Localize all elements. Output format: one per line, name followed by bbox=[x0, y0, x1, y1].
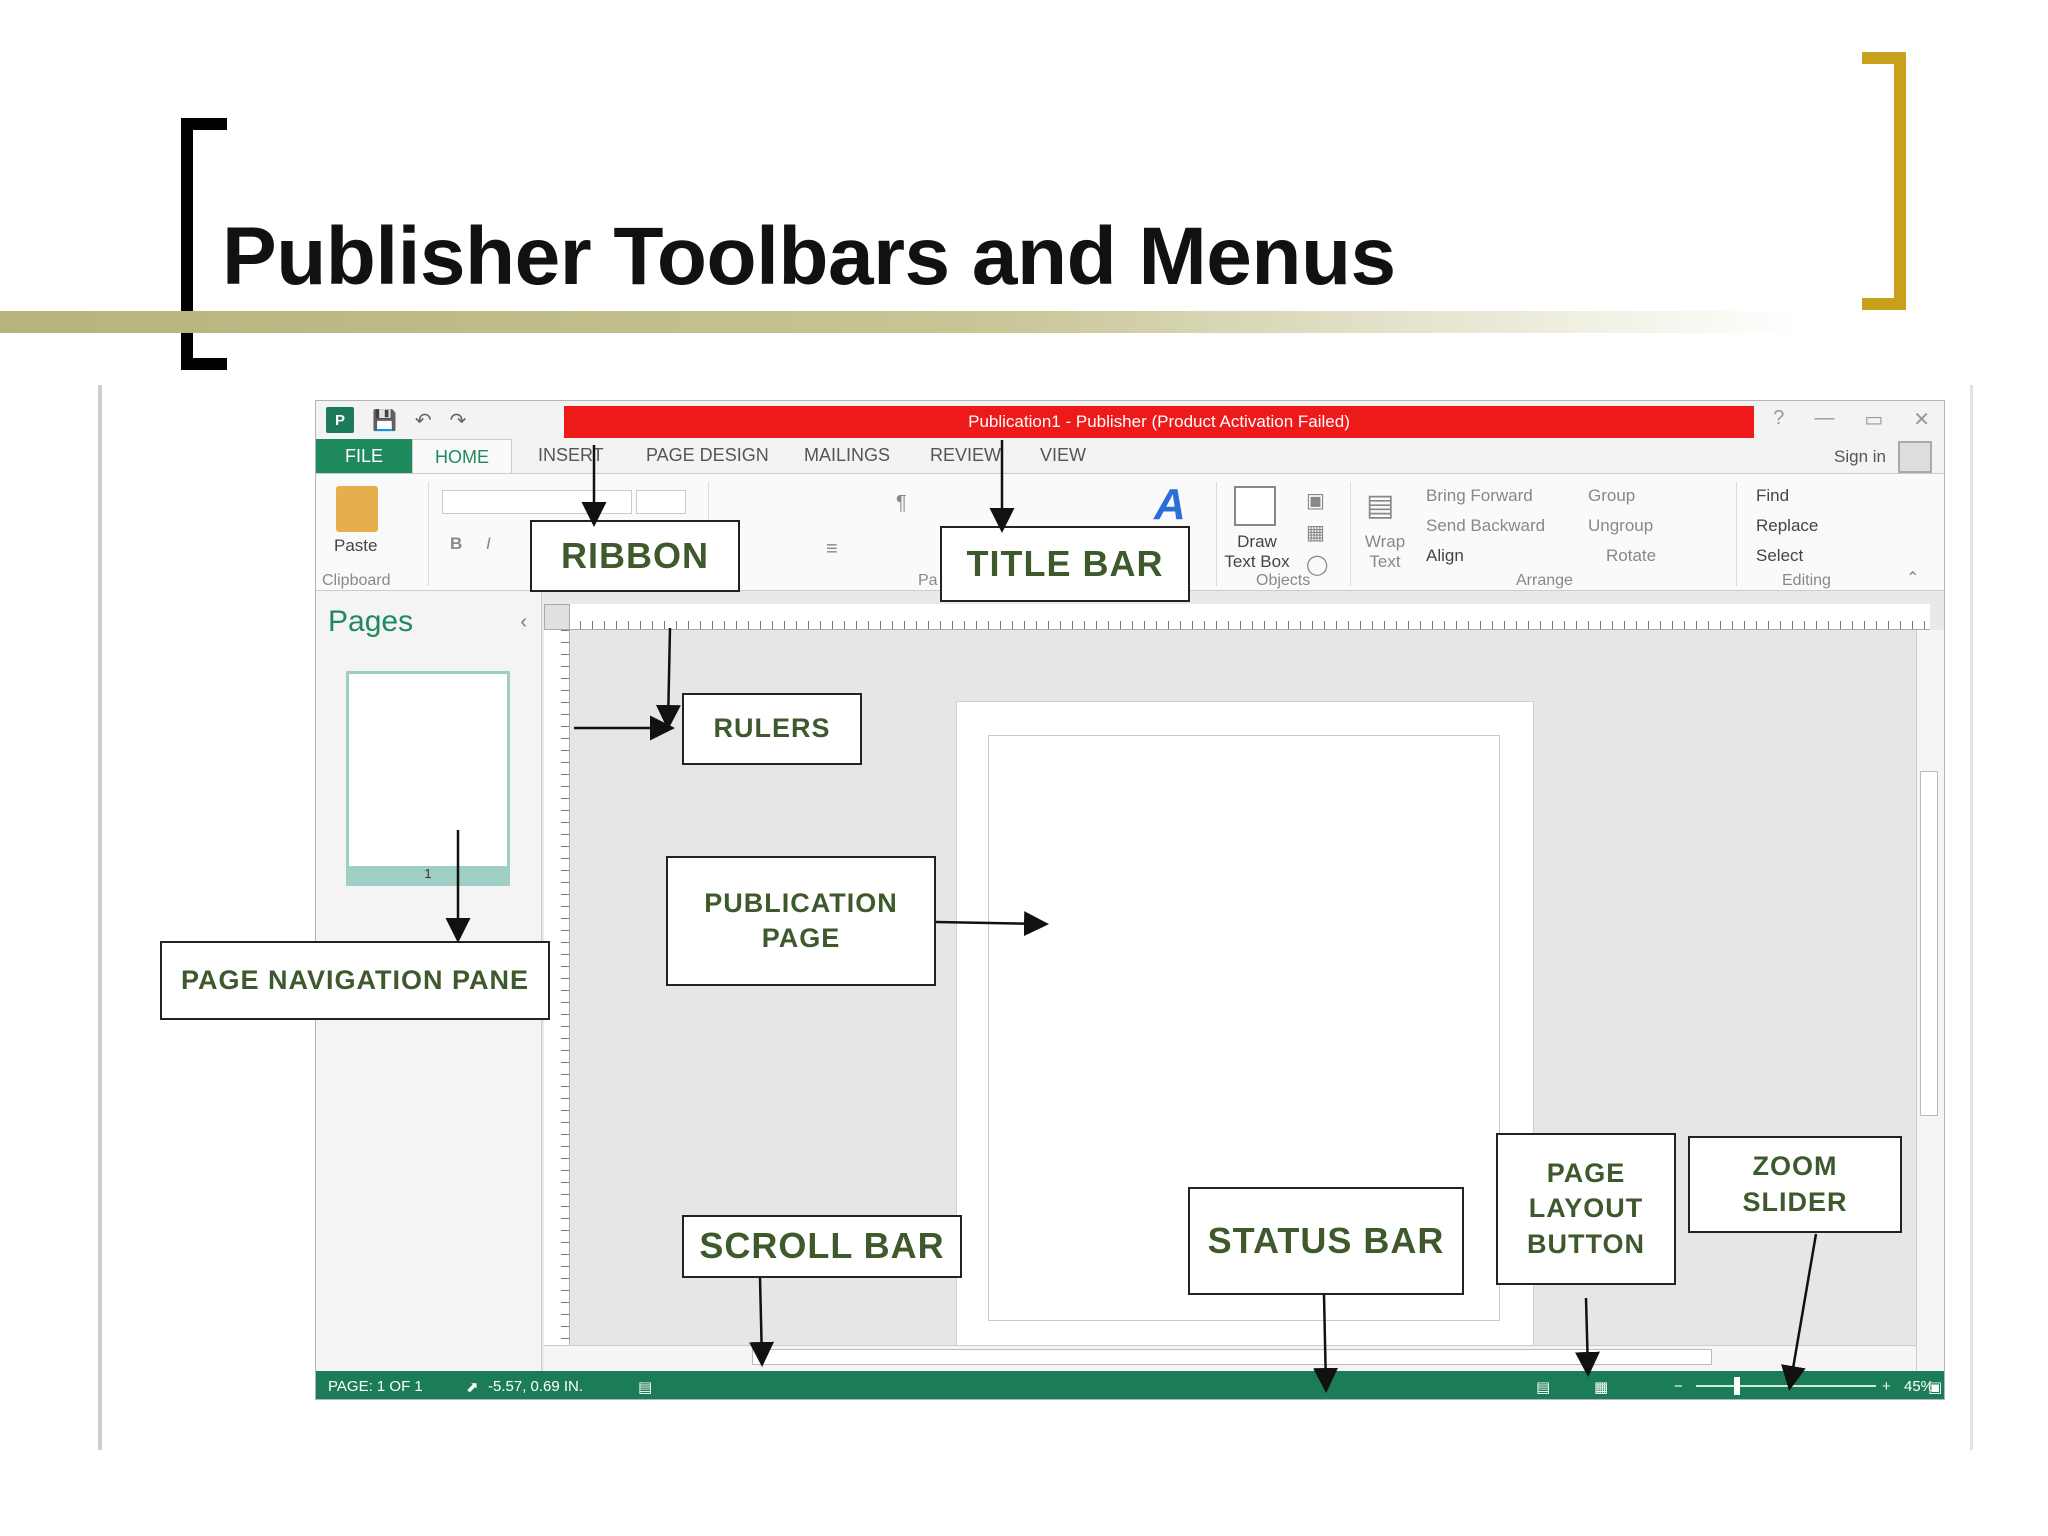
replace-button[interactable]: Replace bbox=[1756, 516, 1819, 535]
cursor-icon: ⬈ bbox=[466, 1379, 479, 1396]
callout-zoom-slider: ZOOM SLIDER bbox=[1688, 1136, 1902, 1233]
italic-button[interactable]: I bbox=[486, 534, 491, 553]
callout-page-layout-button: PAGE LAYOUT BUTTON bbox=[1496, 1133, 1676, 1285]
font-name-box[interactable] bbox=[442, 490, 632, 514]
status-cursor-position: -5.57, 0.69 IN. bbox=[488, 1378, 584, 1395]
tab-page-design[interactable]: PAGE DESIGN bbox=[646, 445, 769, 465]
zoom-in-button[interactable]: + bbox=[1882, 1378, 1891, 1395]
font-size-box[interactable] bbox=[636, 490, 686, 514]
zoom-level[interactable]: 45% bbox=[1904, 1378, 1935, 1395]
page-thumbnail[interactable] bbox=[346, 671, 510, 869]
status-page-count[interactable]: PAGE: 1 OF 1 bbox=[328, 1378, 423, 1395]
title-bar: P 💾 ↶ ↷ Publication1 - Publisher (Produc… bbox=[316, 401, 1944, 439]
callout-rulers: RULERS bbox=[682, 693, 862, 765]
select-button[interactable]: Select bbox=[1756, 546, 1804, 565]
shapes-icon[interactable]: ◯ bbox=[1306, 554, 1329, 576]
tab-view[interactable]: VIEW bbox=[1040, 445, 1087, 465]
horizontal-scroll-thumb[interactable] bbox=[752, 1349, 1712, 1365]
group-divider bbox=[1350, 482, 1351, 586]
collapse-ribbon-icon[interactable]: ⌃ bbox=[1906, 570, 1920, 587]
redo-icon[interactable]: ↷ bbox=[449, 409, 467, 432]
picture-icon[interactable]: ▣ bbox=[1306, 490, 1325, 512]
undo-icon[interactable]: ↶ bbox=[414, 409, 432, 432]
collapse-pane-icon[interactable]: ‹ bbox=[520, 611, 527, 633]
paste-button[interactable]: Paste bbox=[334, 536, 378, 555]
status-bar: PAGE: 1 OF 1 ⬈ -5.57, 0.69 IN. ▤ ▤ ▦ − +… bbox=[316, 1371, 1944, 1399]
page-margin-guide bbox=[988, 735, 1500, 1321]
tab-insert[interactable]: INSERT bbox=[538, 445, 604, 465]
pilcrow-icon[interactable]: ¶ bbox=[896, 492, 907, 514]
title-underline-band bbox=[0, 311, 1800, 333]
vertical-scroll-thumb[interactable] bbox=[1920, 771, 1938, 1116]
wrap-text-icon[interactable]: ▤ bbox=[1366, 489, 1395, 522]
tab-file[interactable]: FILE bbox=[316, 439, 412, 473]
paste-icon[interactable] bbox=[336, 486, 378, 532]
clipboard-group-label: Clipboard bbox=[322, 572, 391, 589]
ruler-corner bbox=[544, 604, 570, 630]
restore-button[interactable]: ▭ bbox=[1864, 409, 1884, 431]
right-bracket-decoration bbox=[1862, 52, 1906, 310]
save-icon[interactable]: 💾 bbox=[372, 409, 397, 432]
arrange-group-label: Arrange bbox=[1516, 572, 1573, 589]
align-button[interactable]: Align bbox=[1426, 546, 1464, 565]
screenshot-edge-left bbox=[98, 385, 102, 1450]
ungroup-button[interactable]: Ungroup bbox=[1588, 516, 1654, 535]
status-layout-icon[interactable]: ▤ bbox=[638, 1379, 653, 1396]
ribbon-tabs: FILE HOME INSERT PAGE DESIGN MAILINGS RE… bbox=[316, 439, 1944, 475]
callout-status-bar: STATUS BAR bbox=[1188, 1187, 1464, 1295]
single-page-layout-button[interactable]: ▤ bbox=[1536, 1379, 1551, 1396]
zoom-slider-knob[interactable] bbox=[1734, 1377, 1740, 1395]
pages-pane-title: Pages bbox=[328, 605, 414, 638]
callout-title-bar: TITLE BAR bbox=[940, 526, 1190, 602]
group-button[interactable]: Group bbox=[1588, 486, 1636, 505]
callout-ribbon: RIBBON bbox=[530, 520, 740, 592]
publisher-app-icon: P bbox=[326, 407, 354, 433]
editing-group-label: Editing bbox=[1782, 572, 1831, 589]
left-bracket-decoration bbox=[181, 118, 227, 370]
bold-button[interactable]: B bbox=[450, 534, 463, 553]
draw-text-box-icon[interactable] bbox=[1234, 486, 1276, 526]
group-divider bbox=[428, 482, 429, 586]
table-icon[interactable]: ▦ bbox=[1306, 522, 1325, 544]
zoom-slider[interactable] bbox=[1696, 1385, 1876, 1387]
window-title: Publication1 - Publisher (Product Activa… bbox=[564, 406, 1754, 438]
callout-publication-page: PUBLICATION PAGE bbox=[666, 856, 936, 986]
tab-home[interactable]: HOME bbox=[412, 439, 512, 475]
page-thumbnail-number: 1 bbox=[346, 866, 510, 886]
wrap-text-button[interactable]: Wrap Text bbox=[1364, 532, 1406, 571]
avatar[interactable] bbox=[1898, 441, 1932, 473]
send-backward-button[interactable]: Send Backward bbox=[1426, 516, 1546, 535]
horizontal-ruler[interactable] bbox=[544, 604, 1930, 630]
paragraph-group-label: Pa bbox=[918, 572, 938, 589]
bring-forward-button[interactable]: Bring Forward bbox=[1426, 486, 1533, 505]
group-divider bbox=[1736, 482, 1737, 586]
screenshot-edge-right bbox=[1970, 385, 1973, 1450]
styles-icon[interactable]: A bbox=[1154, 480, 1186, 529]
sign-in-link[interactable]: Sign in bbox=[1834, 447, 1886, 466]
minimize-button[interactable]: — bbox=[1814, 407, 1835, 429]
rotate-button[interactable]: Rotate bbox=[1606, 546, 1657, 565]
objects-group-label: Objects bbox=[1256, 572, 1311, 589]
two-page-layout-button[interactable]: ▦ bbox=[1594, 1379, 1609, 1396]
help-button[interactable]: ? bbox=[1773, 407, 1785, 429]
quick-access-toolbar: P 💾 ↶ ↷ bbox=[326, 407, 466, 433]
callout-scroll-bar: SCROLL BAR bbox=[682, 1215, 962, 1278]
group-divider bbox=[1216, 482, 1217, 586]
find-button[interactable]: Find bbox=[1756, 486, 1790, 505]
draw-text-box-button[interactable]: Draw Text Box bbox=[1224, 532, 1290, 571]
fit-page-icon[interactable]: ▣ bbox=[1928, 1379, 1943, 1396]
window-controls: ? — ▭ ✕ bbox=[1773, 407, 1930, 432]
close-button[interactable]: ✕ bbox=[1913, 409, 1930, 431]
slide-title: Publisher Toolbars and Menus bbox=[222, 211, 1396, 302]
tab-mailings[interactable]: MAILINGS bbox=[804, 445, 891, 465]
tab-review[interactable]: REVIEW bbox=[930, 445, 1002, 465]
callout-page-navigation-pane: PAGE NAVIGATION PANE bbox=[160, 941, 550, 1020]
paragraph-icon[interactable]: ≡ bbox=[826, 538, 838, 560]
zoom-out-button[interactable]: − bbox=[1674, 1378, 1683, 1395]
